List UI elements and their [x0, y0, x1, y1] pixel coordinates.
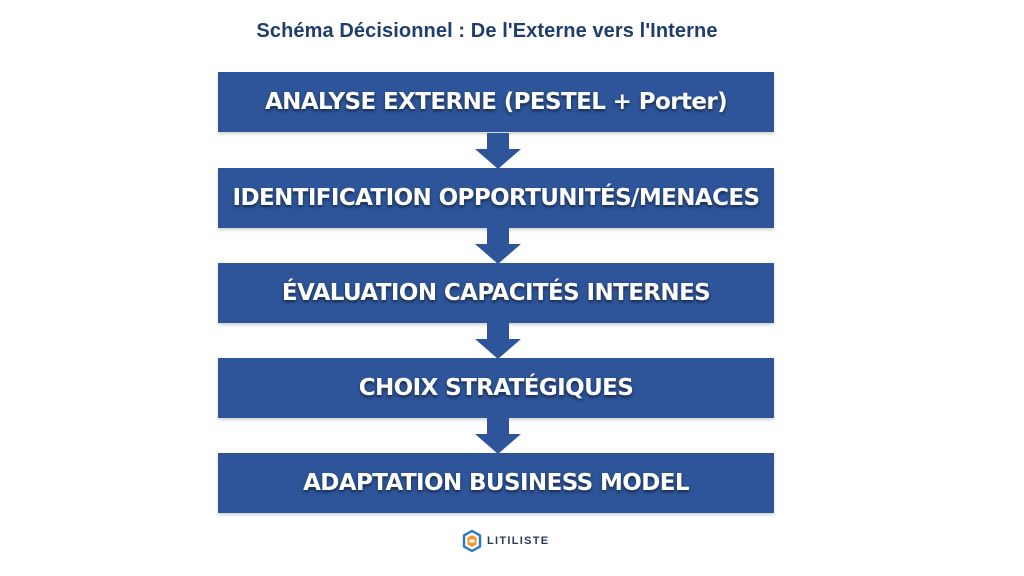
hexagon-logo-icon	[462, 530, 482, 552]
down-arrow-icon	[475, 228, 521, 264]
down-arrow-icon	[475, 133, 521, 169]
step-box-strategic-choices: CHOIX STRATÉGIQUES	[218, 358, 774, 418]
step-label: ADAPTATION BUSINESS MODEL	[303, 470, 689, 496]
step-label: ÉVALUATION CAPACITÉS INTERNES	[281, 280, 711, 306]
diagram-title: Schéma Décisionnel : De l'Externe vers l…	[256, 20, 718, 42]
logo-text: LITILISTE	[487, 535, 550, 547]
down-arrow-icon	[475, 418, 521, 454]
down-arrow-icon	[475, 323, 521, 359]
step-box-identification: IDENTIFICATION OPPORTUNITÉS/MENACES	[218, 168, 774, 228]
step-box-external-analysis: ANALYSE EXTERNE (PESTEL + Porter)	[218, 72, 774, 132]
step-box-internal-evaluation: ÉVALUATION CAPACITÉS INTERNES	[218, 263, 774, 323]
step-label: IDENTIFICATION OPPORTUNITÉS/MENACES	[232, 185, 761, 211]
step-label: CHOIX STRATÉGIQUES	[358, 375, 634, 401]
step-box-business-model: ADAPTATION BUSINESS MODEL	[218, 453, 774, 513]
brand-logo: LITILISTE	[462, 530, 549, 552]
step-label: ANALYSE EXTERNE (PESTEL + Porter)	[264, 89, 728, 115]
